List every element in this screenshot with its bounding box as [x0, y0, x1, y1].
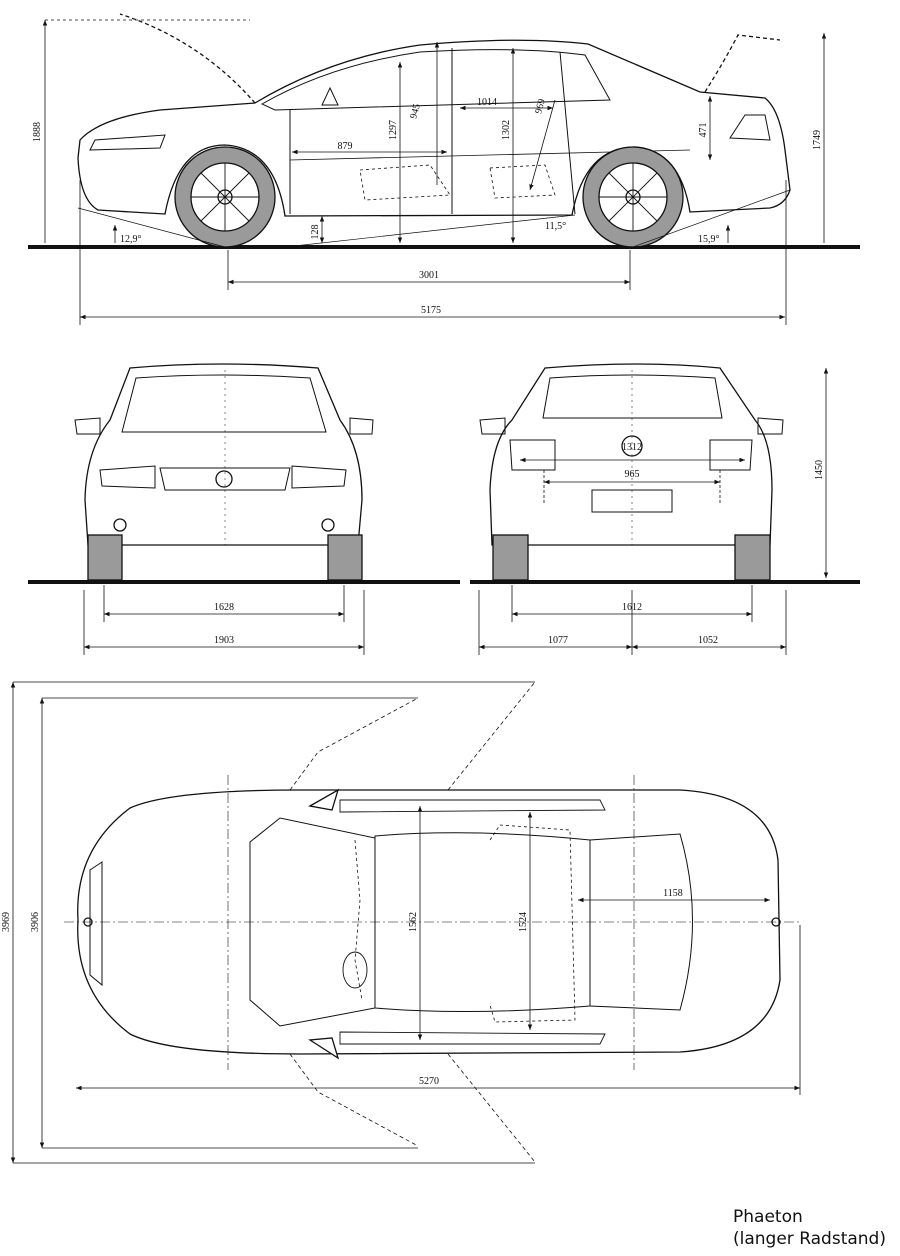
label-track-rear: 1612 [622, 602, 642, 613]
label-interior-width-front: 1562 [408, 912, 419, 932]
top-left-mirror [308, 788, 340, 811]
label-half-width-left: 1077 [548, 635, 568, 646]
rear-right-tire [734, 534, 771, 581]
front-dimensions [83, 585, 365, 655]
label-interior-height: 1302 [501, 120, 512, 140]
label-width-front: 1903 [214, 635, 234, 646]
label-track-front: 1628 [214, 602, 234, 613]
label-ground-clearance: 128 [310, 225, 321, 240]
label-trunk-opening: 1312 [622, 442, 642, 453]
trunk-open-arc [704, 34, 781, 93]
label-trunk-height: 471 [698, 123, 709, 138]
side-greenhouse [260, 49, 611, 111]
label-width-mirrors-open: 3969 [1, 912, 12, 932]
top-right-mirror [308, 1037, 340, 1060]
top-body-outline [77, 789, 781, 1055]
front-view [28, 363, 460, 584]
hood-open-arc [119, 13, 256, 104]
rear-dimensions [478, 368, 829, 655]
front-body-outline [84, 363, 363, 546]
label-front-seat: 945 [408, 103, 423, 120]
label-half-width-right: 1052 [698, 635, 718, 646]
rear-view [470, 363, 860, 584]
label-rear-legroom: 1014 [477, 97, 497, 108]
rear-left-tire [492, 534, 529, 581]
label-ramp-angle: 11,5° [545, 221, 566, 232]
label-length-doors: 5270 [419, 1076, 439, 1087]
label-departure-angle: 15,9° [698, 234, 720, 245]
side-body-outline [77, 39, 791, 217]
label-rear-seat: 969 [533, 98, 548, 115]
front-badge [215, 470, 233, 488]
label-trunk-lid: 965 [625, 469, 640, 480]
top-dimensions [10, 681, 801, 1164]
rear-body-outline [489, 363, 773, 546]
front-left-tire [87, 534, 123, 581]
side-view [28, 13, 860, 249]
label-width-doors-open: 3906 [30, 912, 41, 932]
label-overall-height: 1888 [32, 122, 43, 142]
caption-model-name: Phaeton [733, 1207, 803, 1227]
label-wheelbase: 3001 [419, 270, 439, 281]
label-interior-width-rear: 1524 [518, 912, 529, 932]
label-front-overhang: 879 [338, 141, 353, 152]
label-front-headroom: 1297 [388, 120, 399, 140]
label-overall-length: 5175 [421, 305, 441, 316]
model-caption: Phaeton (langer Radstand) [733, 1206, 893, 1250]
label-trunk-length: 1158 [663, 888, 683, 899]
side-dimension-labels: 1888 1749 3001 5175 879 1297 945 1014 13… [32, 97, 823, 316]
top-rear-window [589, 833, 693, 1011]
front-right-tire [327, 534, 363, 581]
label-rear-height: 1450 [814, 460, 825, 480]
label-height-rear: 1749 [812, 130, 823, 150]
top-door-arcs [289, 681, 536, 1163]
top-view [77, 788, 781, 1060]
label-approach-angle: 12,9° [120, 234, 142, 245]
side-dimensions [42, 19, 827, 325]
caption-variant: (langer Radstand) [733, 1229, 886, 1249]
